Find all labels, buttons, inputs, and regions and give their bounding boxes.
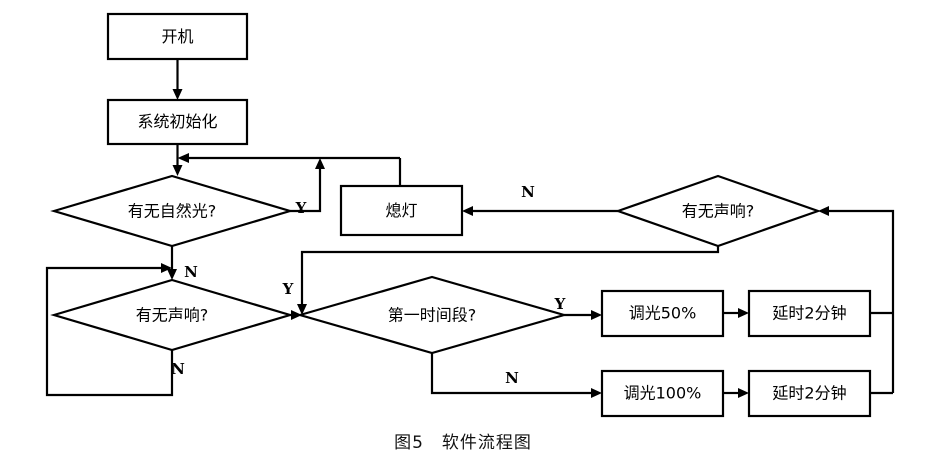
- node-delay-top[interactable]: 延时2分钟: [747, 289, 872, 338]
- arrow-head-icon: [818, 206, 829, 216]
- edge-label-daylight-no: N: [184, 263, 198, 281]
- node-light-off[interactable]: 熄灯: [339, 184, 464, 237]
- connector-soundright-no: [462, 206, 618, 216]
- node-system-init-label: 系统初始化: [137, 112, 217, 131]
- connector-init-to-daylight: [172, 144, 183, 176]
- arrow-head-icon: [177, 153, 189, 163]
- edge-label-daylight-yes: Y: [295, 199, 307, 217]
- connector-soundleft-no-loop: [45, 263, 174, 397]
- node-sound-right-decision-label: 有无声响?: [682, 202, 755, 221]
- arrow-head-icon: [591, 310, 602, 320]
- node-dim-50-label: 调光50%: [629, 304, 697, 323]
- edge-label-period-yes: Y: [554, 295, 566, 313]
- arrow-head-icon: [172, 89, 183, 100]
- node-light-off-label: 熄灯: [385, 201, 417, 220]
- node-start[interactable]: 开机: [106, 12, 249, 61]
- node-delay-bottom[interactable]: 延时2分钟: [747, 369, 872, 418]
- edge-label-period-no: N: [505, 369, 519, 387]
- connector-return-rail: [818, 206, 895, 395]
- node-daylight-decision[interactable]: 有无自然光?: [50, 174, 294, 248]
- arrow-head-icon: [297, 304, 307, 315]
- edge-label-soundright-no: N: [521, 183, 535, 201]
- connector-dim50-to-delay1: [723, 308, 749, 318]
- arrow-head-icon: [172, 165, 183, 176]
- connector-daylight-yes: [290, 158, 325, 213]
- node-dim-100[interactable]: 调光100%: [600, 369, 725, 418]
- node-sound-right-decision[interactable]: 有无声响?: [614, 174, 822, 248]
- arrow-head-icon: [591, 388, 602, 398]
- figure-caption: 图5 软件流程图: [394, 433, 532, 453]
- connector-period-no: [430, 353, 602, 398]
- node-first-period-decision-label: 第一时间段?: [388, 306, 477, 325]
- edge-label-soundleft-no: N: [171, 360, 185, 378]
- node-daylight-decision-label: 有无自然光?: [128, 202, 217, 221]
- node-first-period-decision[interactable]: 第一时间段?: [296, 275, 568, 355]
- node-dim-50[interactable]: 调光50%: [600, 289, 725, 338]
- arrow-head-icon: [161, 263, 172, 273]
- connector-dim100-to-delay2: [723, 388, 749, 398]
- node-delay-bottom-label: 延时2分钟: [772, 384, 846, 403]
- node-sound-left-decision[interactable]: 有无声响?: [50, 278, 294, 352]
- arrow-head-icon: [167, 269, 177, 280]
- node-sound-left-decision-label: 有无声响?: [136, 306, 209, 325]
- arrow-head-icon: [315, 158, 325, 169]
- node-system-init[interactable]: 系统初始化: [106, 98, 249, 146]
- node-delay-top-label: 延时2分钟: [772, 304, 846, 323]
- connector-start-to-init: [172, 59, 183, 100]
- arrow-head-icon: [462, 206, 473, 216]
- connector-period-yes: [564, 310, 602, 320]
- connector-daylight-no: [167, 246, 177, 280]
- arrow-head-icon: [738, 388, 749, 398]
- connector-feedback-rail: [177, 153, 400, 163]
- arrow-head-icon: [738, 308, 749, 318]
- node-start-label: 开机: [161, 27, 193, 46]
- edge-label-soundleft-yes: Y: [282, 280, 294, 298]
- node-dim-100-label: 调光100%: [624, 384, 702, 403]
- connector-soundright-yes: [297, 246, 720, 315]
